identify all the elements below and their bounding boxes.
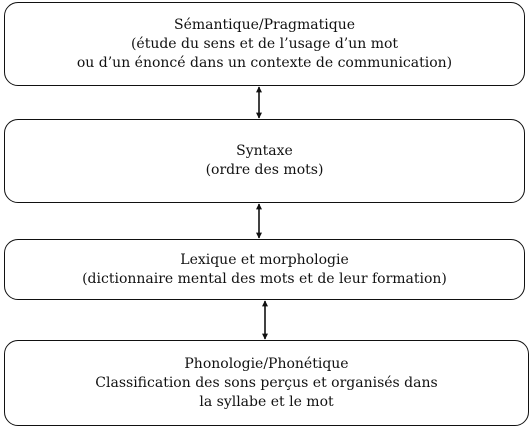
level-description: (dictionnaire mental des mots et de leur…: [82, 270, 447, 287]
level-title: Phonologie/Phonétique: [184, 355, 349, 372]
level-description: ou d’un énoncé dans un contexte de commu…: [76, 54, 453, 71]
level-description: la syllabe et le mot: [199, 393, 334, 410]
level-syntaxe-box: Syntaxe (ordre des mots): [4, 119, 525, 203]
level-description: Classification des sons perçus et organi…: [95, 374, 438, 391]
level-lexique-morphologie-box: Lexique et morphologie (dictionnaire men…: [4, 239, 525, 300]
level-title: Sémantique/Pragmatique: [173, 16, 355, 33]
level-title: Lexique et morphologie: [180, 251, 349, 268]
level-title: Syntaxe: [236, 143, 293, 159]
level-description: (étude du sens et de l’usage d’un mot: [130, 35, 399, 52]
level-description: (ordre des mots): [205, 162, 324, 178]
level-semantique-pragmatique-box: Sémantique/Pragmatique (étude du sens et…: [4, 2, 525, 86]
level-phonologie-phonetique-box: Phonologie/Phonétique Classification des…: [4, 340, 529, 426]
